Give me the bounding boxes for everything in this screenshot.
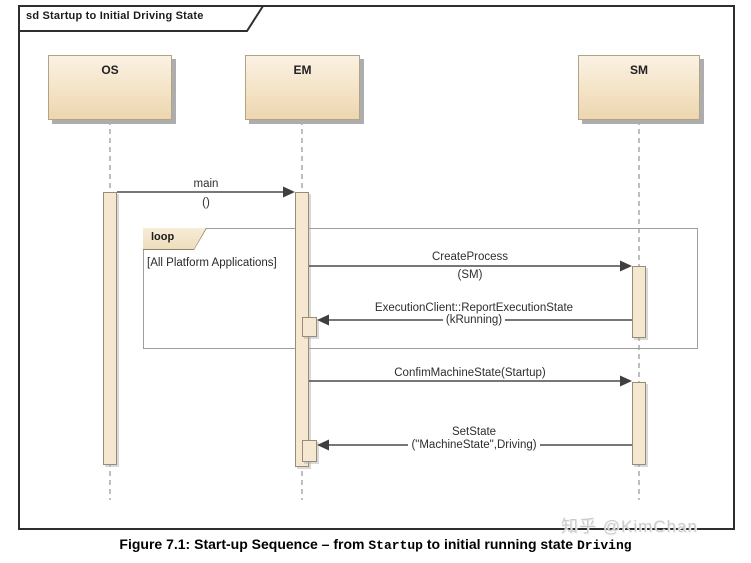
message-args-createprocess: (SM) (457, 269, 483, 281)
arrowhead-createprocess (620, 260, 632, 272)
message-name-reportexecutionstate: ExecutionClient::ReportExecutionState (374, 302, 574, 314)
message-name-main: main (193, 178, 219, 190)
arrowhead-setstate (317, 439, 329, 451)
caption-middle: to initial running state (422, 536, 577, 552)
loop-operator-pentagon-fill: loop (143, 228, 206, 249)
arrowhead-confirmmachinestate (620, 375, 632, 387)
message-args-main: () (202, 197, 210, 209)
message-name-createprocess: CreateProcess (431, 251, 509, 263)
lifeline-label-os: OS (101, 63, 119, 77)
loop-operator-label: loop (151, 231, 175, 243)
activation-bar-sm-confirm (632, 382, 646, 465)
figure-caption: Figure 7.1: Start-up Sequence – from Sta… (0, 536, 751, 553)
lifeline-head-sm: SM (578, 55, 700, 120)
loop-guard-condition: [All Platform Applications] (147, 257, 277, 269)
lifeline-head-em: EM (245, 55, 360, 120)
caption-code-startup: Startup (368, 538, 423, 553)
activation-bar-sm-loop (632, 266, 646, 338)
message-name-setstate: SetState (451, 426, 497, 438)
loop-operator-pentagon: loop (143, 228, 207, 250)
message-args-setstate: ("MachineState",Driving) (294, 438, 654, 452)
message-arrow-confirmmachinestate (309, 375, 632, 387)
watermark-text: 知乎 @KimChan (561, 517, 698, 536)
frame-title-tab-shape (18, 5, 265, 32)
activation-nested-em-setstate (302, 440, 317, 462)
lifeline-head-os: OS (48, 55, 172, 120)
caption-code-driving: Driving (576, 538, 632, 553)
loop-fragment-box (143, 228, 698, 349)
message-arrow-main (117, 186, 295, 198)
caption-prefix: Figure 7.1: Start-up Sequence – from (119, 536, 369, 552)
message-args-reportexecutionstate: (kRunning) (294, 313, 654, 327)
message-args-text: (kRunning) (442, 314, 506, 326)
frame-title: sd Startup to Initial Driving State (26, 10, 204, 22)
message-arrow-createprocess (309, 260, 632, 272)
arrowhead-main (283, 186, 295, 198)
activation-bar-os (103, 192, 117, 465)
message-name-confirmmachinestate: ConfimMachineState(Startup) (394, 367, 546, 379)
lifeline-label-sm: SM (630, 63, 648, 77)
arrowhead-reportexecutionstate (317, 314, 329, 326)
activation-nested-em-report (302, 317, 317, 337)
message-args-text: ("MachineState",Driving) (408, 439, 540, 451)
lifeline-label-em: EM (293, 63, 312, 77)
